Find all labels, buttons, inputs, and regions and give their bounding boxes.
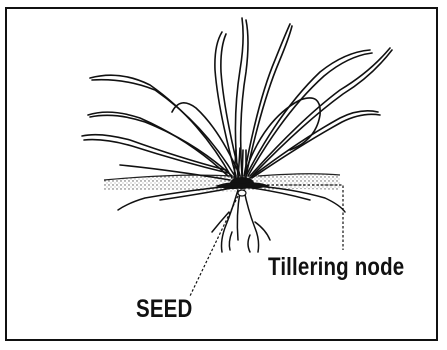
seed-shape — [238, 190, 246, 196]
tillering-node-leader — [258, 185, 343, 250]
roots — [118, 186, 345, 252]
tillering-node-label: Tillering node — [268, 253, 404, 282]
leaves — [82, 18, 392, 180]
seed-label: SEED — [136, 295, 192, 324]
